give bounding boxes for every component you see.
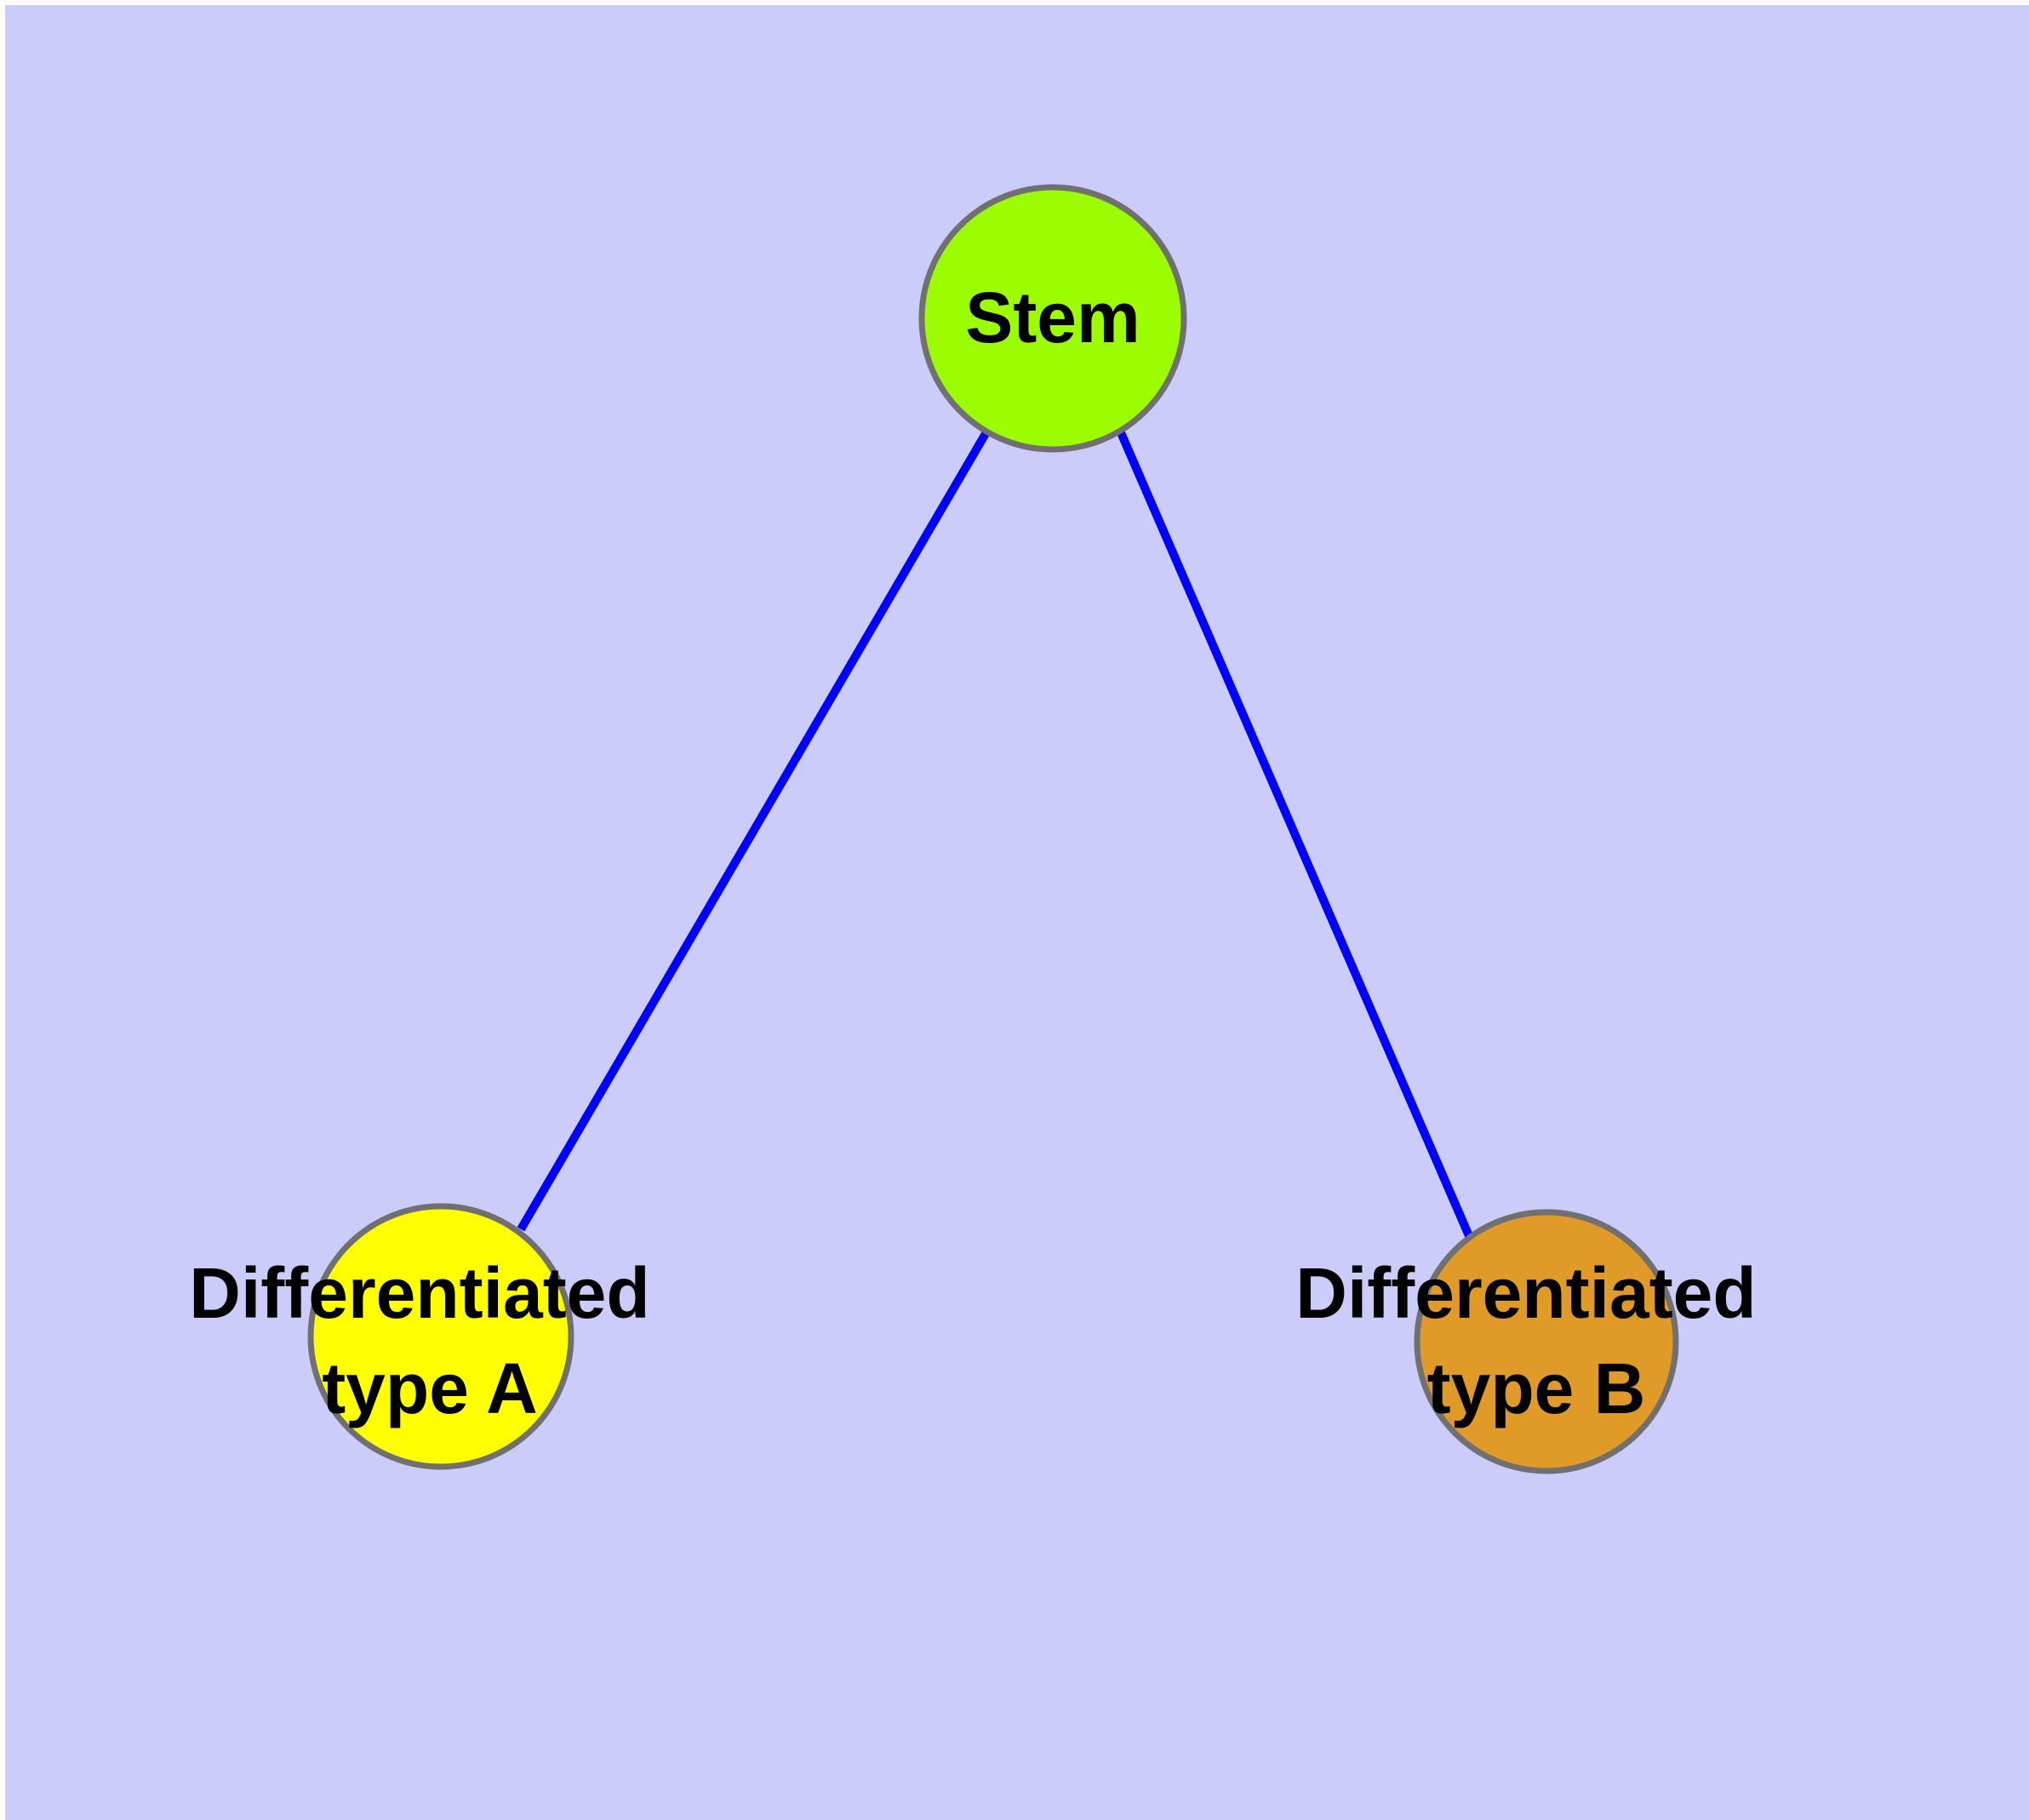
edge-layer [517, 428, 1474, 1239]
node-differentiated-type-a-label-line2: type A [322, 1348, 538, 1428]
label-layer: Stem Differentiated type A Differentiate… [189, 278, 1756, 1428]
node-differentiated-type-b[interactable] [1414, 1209, 1679, 1474]
edge-stem-to-differentiated-type-b[interactable] [1116, 429, 1474, 1239]
edge-stem-to-differentiated-type-a[interactable] [517, 428, 992, 1232]
node-differentiated-type-a-label-line1: Differentiated [189, 1253, 649, 1333]
node-layer [307, 184, 1679, 1474]
node-differentiated-type-b-label-line2: type B [1427, 1348, 1646, 1428]
node-stem[interactable] [918, 184, 1187, 453]
node-stem-circle[interactable] [918, 184, 1187, 453]
node-stem-label: Stem [965, 278, 1140, 358]
node-differentiated-type-a[interactable] [307, 1203, 574, 1470]
node-differentiated-type-a-circle[interactable] [307, 1203, 574, 1470]
node-differentiated-type-b-label-line1: Differentiated [1295, 1253, 1756, 1333]
node-differentiated-type-b-circle[interactable] [1414, 1209, 1679, 1474]
